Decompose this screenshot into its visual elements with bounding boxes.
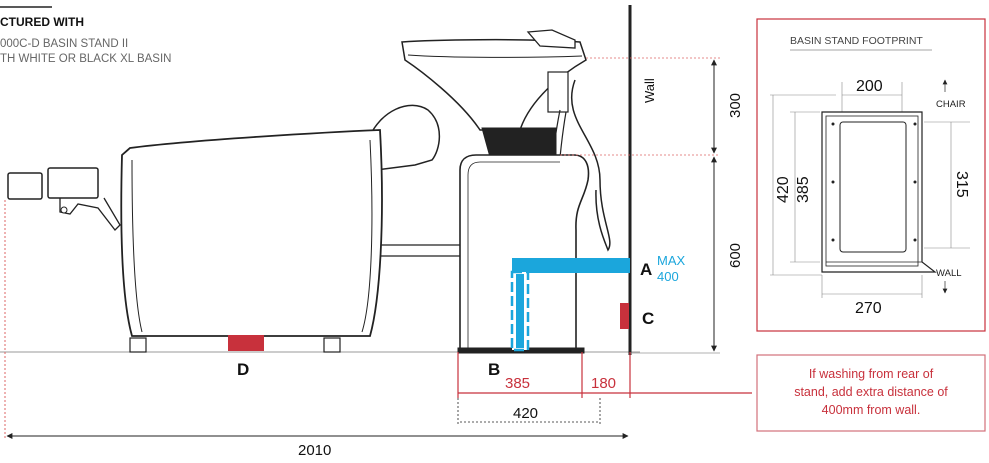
chair-connector xyxy=(375,244,463,257)
fp-200-label: 200 xyxy=(856,78,883,95)
footrest-panel-right xyxy=(47,167,99,199)
marker-d-block xyxy=(228,335,264,351)
max-label: MAX xyxy=(657,253,686,268)
footrest-panel-left xyxy=(7,172,43,200)
neck-rest xyxy=(481,127,557,158)
basin-stand xyxy=(459,154,590,348)
fp-bolt-2 xyxy=(913,122,917,126)
zone-a-bar xyxy=(512,258,630,273)
footrest-arm xyxy=(59,197,121,231)
basin-unit xyxy=(401,29,611,354)
chair xyxy=(7,104,463,353)
basin-tap xyxy=(526,29,576,49)
backrest xyxy=(367,104,441,171)
marker-b-label: B xyxy=(488,360,500,379)
dim-420-label: 420 xyxy=(513,405,538,422)
marker-c-label: C xyxy=(642,309,654,328)
footprint-title: BASIN STAND FOOTPRINT xyxy=(790,35,923,47)
wall-label: Wall xyxy=(642,78,657,103)
chair-inner-right xyxy=(361,139,373,333)
chair-body xyxy=(120,129,383,337)
dim-385-label: 385 xyxy=(505,375,530,392)
caption-line-1: CTURED WITH xyxy=(0,15,84,29)
note-line-1: If washing from rear of xyxy=(809,367,934,381)
dim-180-label: 180 xyxy=(591,375,616,392)
dim-2010-label: 2010 xyxy=(298,442,331,459)
fp-wall-label: WALL xyxy=(936,268,962,279)
footprint-panel: BASIN STAND FOOTPRINT 200 CHAIR 420 385 xyxy=(756,18,986,332)
marker-a-label: A xyxy=(640,260,652,279)
note-box xyxy=(756,354,986,432)
dim-300-label: 300 xyxy=(727,93,744,118)
caption-line-2: 000C-D BASIN STAND II xyxy=(0,38,128,50)
fp-270-label: 270 xyxy=(855,300,882,317)
fp-chair-label: CHAIR xyxy=(936,99,966,110)
chair-foot-left xyxy=(129,337,147,353)
note-line-3: 400mm from wall. xyxy=(822,403,921,417)
spray-hose xyxy=(570,79,611,252)
fp-bolt-3 xyxy=(831,180,835,184)
zone-b-fill xyxy=(516,274,524,348)
note-line-2: stand, add extra distance of xyxy=(794,385,948,399)
basin-rim xyxy=(407,54,583,58)
footrest-pivot xyxy=(60,206,68,214)
chair-foot-right xyxy=(323,337,341,353)
fp-bolt-5 xyxy=(831,238,835,242)
fp-bolt-6 xyxy=(913,238,917,242)
marker-c-block xyxy=(620,303,629,329)
marker-d-label: D xyxy=(237,360,249,379)
fp-bolt-4 xyxy=(913,180,917,184)
fp-bolt-1 xyxy=(831,122,835,126)
stand-inner xyxy=(467,161,560,348)
valve-box xyxy=(547,71,569,113)
chair-inner-left xyxy=(131,159,143,333)
fp-420-label: 420 xyxy=(775,176,792,203)
caption-line-3: TH WHITE OR BLACK XL BASIN xyxy=(0,53,171,65)
max-value: 400 xyxy=(657,269,679,284)
dim-600-label: 600 xyxy=(727,243,744,268)
fp-cutout xyxy=(839,121,907,253)
fp-385-label: 385 xyxy=(795,176,812,203)
fp-315-label: 315 xyxy=(953,171,970,198)
